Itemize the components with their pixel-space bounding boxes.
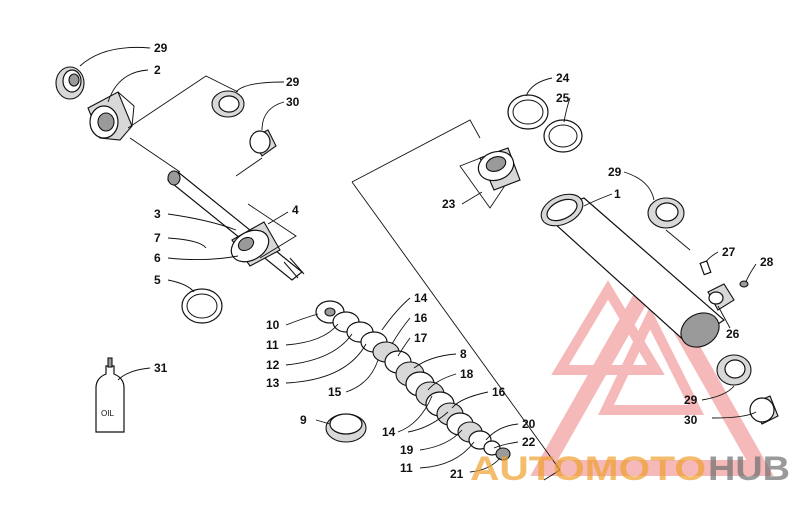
watermark-text: AUTOMOTO HUB xyxy=(470,450,790,488)
callout-3: 3 xyxy=(154,207,161,221)
watermark-automoto: AUTOMOTO xyxy=(470,450,706,488)
fitting-27 xyxy=(699,260,712,276)
bracket-line-4 xyxy=(247,203,297,259)
callout-20: 20 xyxy=(522,417,536,431)
callout-14: 14 xyxy=(414,291,428,305)
damper-shaft-3 xyxy=(167,170,303,281)
oil-bottle-31: OIL xyxy=(95,357,125,433)
shock-body-1 xyxy=(540,193,725,348)
callout-29: 29 xyxy=(684,393,698,407)
callout-8: 8 xyxy=(460,347,467,361)
callout-6: 6 xyxy=(154,251,161,265)
bracket-line-30 xyxy=(235,157,263,177)
callout-labels: 29 2 29 30 4 3 7 6 5 10 11 12 13 14 16 1… xyxy=(154,41,774,481)
callout-30: 30 xyxy=(286,95,300,109)
callout-21: 21 xyxy=(450,467,464,481)
centerline-29-right xyxy=(665,229,691,251)
callout-24: 24 xyxy=(556,71,570,85)
callout-28: 28 xyxy=(760,255,774,269)
callout-29: 29 xyxy=(608,165,622,179)
callout-23: 23 xyxy=(442,197,456,211)
watermark-hub: HUB xyxy=(708,450,790,488)
bearing-head-23 xyxy=(477,147,521,191)
centerline-upper xyxy=(129,137,181,173)
callout-1: 1 xyxy=(614,187,621,201)
leader-lines xyxy=(79,46,757,473)
callout-4: 4 xyxy=(292,203,299,217)
callout-26: 26 xyxy=(726,327,740,341)
piston-housing-6 xyxy=(230,221,305,279)
bushing-29-top-left xyxy=(55,66,85,100)
callout-31: 31 xyxy=(154,361,168,375)
bushing-29-right-lower xyxy=(716,354,752,386)
callout-16: 16 xyxy=(414,311,428,325)
callout-11: 11 xyxy=(266,338,279,352)
eye-mount-2 xyxy=(87,91,135,141)
callout-30: 30 xyxy=(684,413,698,427)
bracket-line-long xyxy=(351,181,561,481)
callout-22: 22 xyxy=(522,435,536,449)
callout-13: 13 xyxy=(266,376,280,390)
spacer-30-lower xyxy=(749,395,779,425)
callout-15: 15 xyxy=(328,385,342,399)
callout-5: 5 xyxy=(154,273,161,287)
bushing-29-upper xyxy=(211,90,245,118)
bracket-line-2 xyxy=(127,75,239,129)
valve-26 xyxy=(707,283,735,311)
seal-25 xyxy=(543,119,583,153)
watermark-logo xyxy=(530,261,774,476)
bracket-line-top xyxy=(351,119,481,183)
oil-bottle-label: OIL xyxy=(101,409,114,418)
bushing-29-right-upper xyxy=(647,197,685,229)
callout-11: 11 xyxy=(400,461,413,475)
o-ring-24 xyxy=(507,94,549,130)
callout-19: 19 xyxy=(400,443,414,457)
callout-7: 7 xyxy=(154,231,161,245)
callout-16: 16 xyxy=(492,385,506,399)
callout-2: 2 xyxy=(154,63,161,77)
callout-25: 25 xyxy=(556,91,570,105)
callout-9: 9 xyxy=(300,413,307,427)
callout-29: 29 xyxy=(286,75,300,89)
shim-stack xyxy=(315,300,511,461)
callout-29: 29 xyxy=(154,41,168,55)
callout-27: 27 xyxy=(722,245,736,259)
callout-18: 18 xyxy=(460,367,474,381)
callout-10: 10 xyxy=(266,318,280,332)
callout-17: 17 xyxy=(414,331,428,345)
callout-12: 12 xyxy=(266,358,280,372)
screw-28 xyxy=(739,280,749,288)
callout-14: 14 xyxy=(382,425,396,439)
washer-9 xyxy=(325,413,367,443)
spacer-30-upper xyxy=(249,129,277,157)
